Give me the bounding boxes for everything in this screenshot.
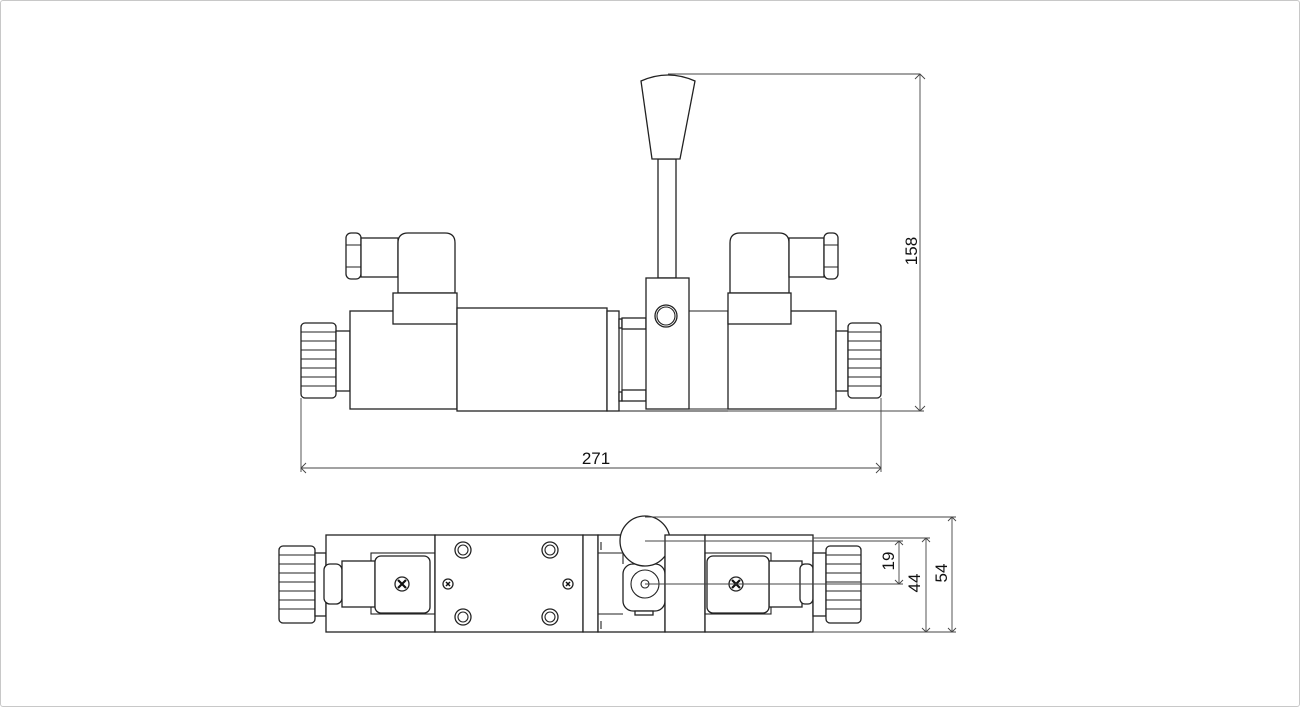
body-screws	[442, 578, 574, 590]
dimension-158-label: 158	[902, 237, 921, 265]
front-view: 158 271	[300, 73, 926, 474]
right-knurled-cap	[835, 322, 882, 399]
dimension-44: 44	[905, 537, 931, 633]
left-knurled-cap-top	[278, 545, 327, 624]
left-solenoid-coil	[349, 310, 458, 410]
dimension-54: 54	[932, 516, 957, 633]
dimension-271: 271	[300, 398, 882, 474]
left-knurled-cap	[300, 322, 351, 399]
end-plate-top	[582, 534, 599, 633]
left-connector	[345, 232, 458, 325]
lever-block	[645, 277, 690, 410]
right-knurled-cap-top	[812, 545, 862, 624]
right-solenoid-coil	[727, 310, 837, 410]
manual-lever	[640, 73, 920, 410]
lever-knob	[640, 74, 696, 160]
left-screw-icon	[394, 576, 410, 592]
end-plate	[606, 310, 620, 412]
dimension-19-label: 19	[879, 552, 898, 571]
dimension-158: 158	[728, 73, 926, 412]
top-view: 19 44 54	[278, 515, 957, 633]
dimension-271-label: 271	[582, 449, 610, 468]
lever-rod	[657, 158, 677, 279]
mounting-holes	[454, 541, 559, 626]
dimension-19: 19	[879, 540, 904, 585]
pivot-hole	[654, 304, 678, 328]
dimension-44-label: 44	[905, 574, 924, 593]
dimension-54-label: 54	[932, 564, 951, 583]
valve-body-tube	[456, 307, 608, 412]
right-connector	[727, 232, 839, 325]
lever-linkage	[618, 317, 647, 402]
